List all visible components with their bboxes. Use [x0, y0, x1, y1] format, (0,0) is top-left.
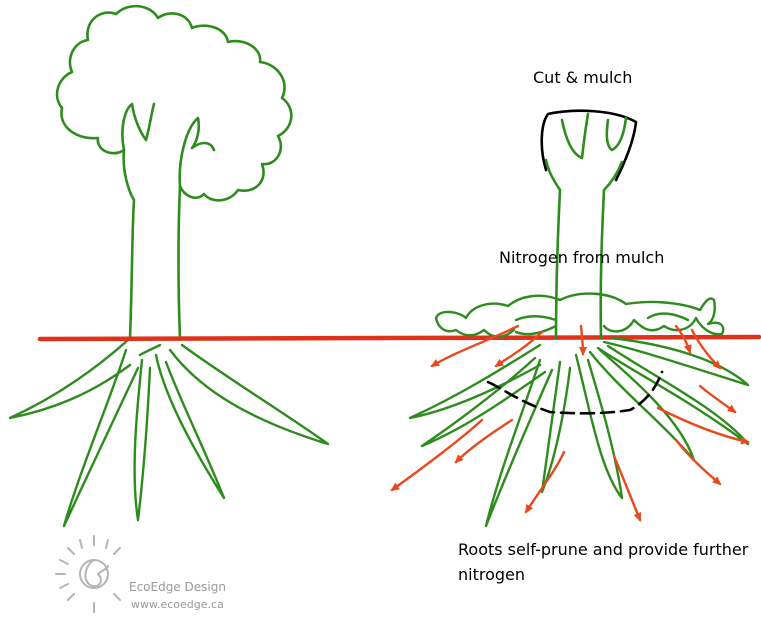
nitrogen-arrow [674, 438, 722, 486]
left-tree-branch-left [121, 102, 156, 152]
logo-url: www.ecoedge.ca [131, 598, 224, 611]
nitrogen-arrow [698, 384, 737, 414]
left-tree-roots [8, 338, 330, 528]
nitrogen-arrow [690, 328, 722, 370]
right-tree-roots [408, 336, 750, 528]
right-tree-trunk [544, 158, 624, 340]
nitrogen-arrow [612, 454, 642, 522]
right-tree-branch-right [605, 116, 628, 152]
cut-and-mulch-label: Cut & mulch [533, 68, 633, 87]
nitrogen-from-mulch-label: Nitrogen from mulch [499, 248, 665, 267]
nitrogen-arrow [494, 330, 544, 368]
root-prune-line [486, 370, 664, 415]
soil-line [37, 334, 761, 342]
nitrogen-arrow [454, 418, 514, 464]
nitrogen-arrows [390, 324, 750, 522]
right-tree-branch-left [560, 112, 590, 160]
left-tree-branch-right [178, 116, 216, 188]
cut-outline [540, 109, 638, 182]
left-tree-canopy [55, 4, 293, 340]
nitrogen-arrow [390, 418, 484, 492]
nitrogen-arrow [656, 406, 750, 445]
left-tree [8, 4, 330, 528]
roots-self-prune-label: Roots self-prune and provide further nit… [458, 540, 749, 584]
nitrogen-arrow [578, 324, 587, 356]
mulch-layer [434, 292, 725, 338]
nitrogen-arrow [674, 324, 692, 354]
ecoedge-logo-icon [55, 535, 121, 613]
nitrogen-arrow [430, 324, 520, 368]
logo-name: EcoEdge Design [129, 580, 226, 594]
nitrogen-arrow [524, 450, 566, 514]
